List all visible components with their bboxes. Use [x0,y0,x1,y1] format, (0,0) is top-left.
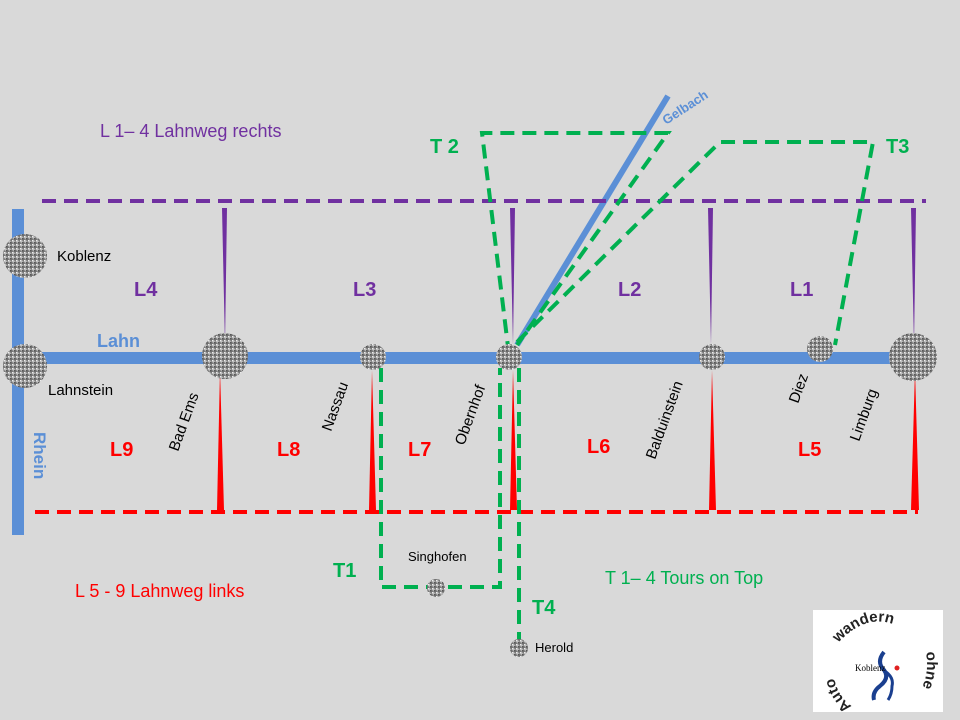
herold-dot [510,639,528,657]
gelbach-river [514,94,671,347]
limburg-dot [889,333,937,381]
section-l1: L1 [790,279,813,301]
balduinstein-dot [699,344,725,370]
section-l7: L7 [408,439,431,461]
legend-left: L 5 - 9 Lahnweg links [75,581,244,601]
tour-t3 [515,140,876,346]
tour-t2 [479,131,672,356]
logo-city: Koblenz [855,663,886,673]
tour-t1-label: T1 [333,560,356,582]
lahnstein-dot [3,344,47,388]
tour-t3-label: T3 [886,136,909,158]
diez-dot [807,336,833,362]
tour-t4-label: T4 [532,597,556,619]
section-l8: L8 [277,439,300,461]
tour-routes [379,131,876,640]
legend-tours: T 1– 4 Tours on Top [605,568,763,588]
lahn-label: Lahn [97,331,140,351]
section-l9: L9 [110,439,133,461]
lahn-river [20,352,915,364]
section-l5: L5 [798,439,821,461]
section-l6: L6 [587,436,610,458]
section-l2: L2 [618,279,641,301]
left-section-markers [217,370,919,510]
nassau-dot [360,344,386,370]
tour-t2-label: T 2 [430,136,459,158]
section-l4: L4 [134,279,158,301]
logo-river-branch-icon [885,670,894,701]
singhofen-label: Singhofen [408,549,467,564]
koblenz-label: Koblenz [57,248,111,265]
logo: Koblenz Auto wandern ohne [813,608,943,716]
herold-label: Herold [535,640,573,655]
tour-t1 [379,368,502,589]
rhein-label: Rhein [30,432,49,479]
koblenz-dot [3,234,47,278]
right-section-markers [222,208,916,345]
logo-koblenz-dot [894,665,900,671]
legend-right: L 1– 4 Lahnweg rechts [100,121,281,141]
section-l3: L3 [353,279,376,301]
lahnstein-label: Lahnstein [48,382,113,399]
singhofen-dot [427,579,445,597]
city-markers [3,234,937,657]
obernhof-dot [496,344,522,370]
logo-river-icon [871,650,889,701]
bad-ems-dot [202,333,248,379]
